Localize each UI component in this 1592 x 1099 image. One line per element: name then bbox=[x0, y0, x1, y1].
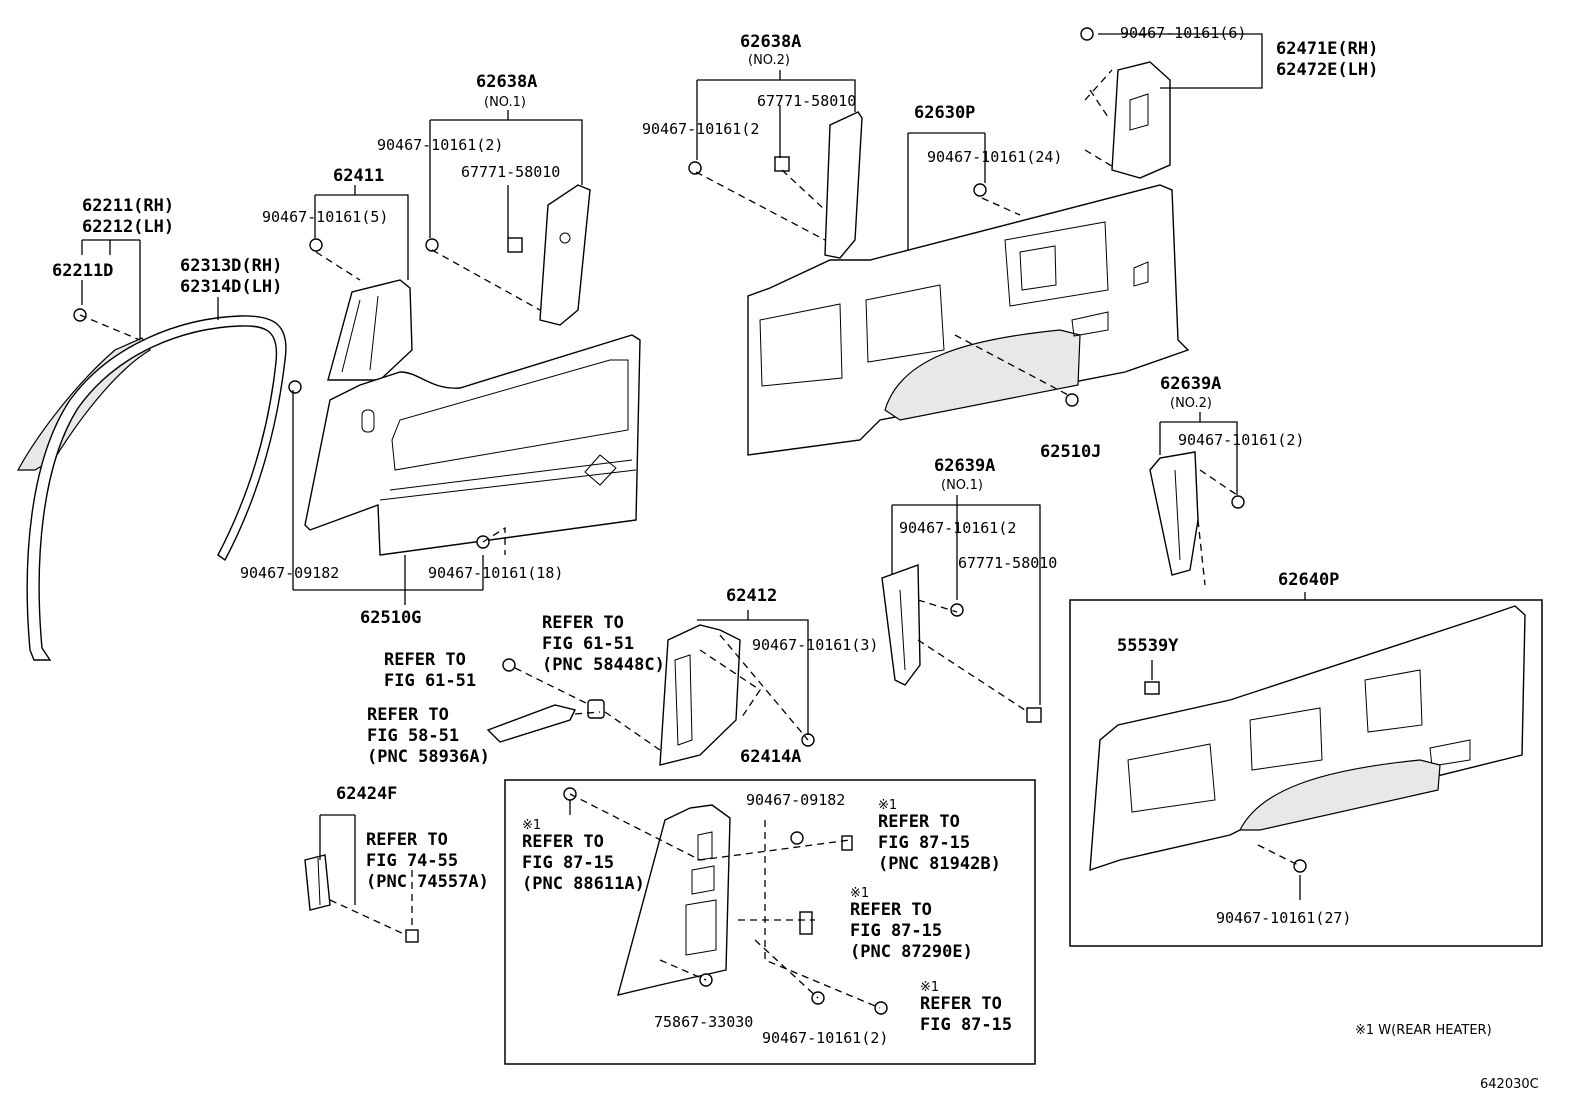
label-note-a: ※1 bbox=[522, 818, 541, 833]
label-62471e: 62471E(RH) bbox=[1276, 39, 1378, 59]
label-55539y: 55539Y bbox=[1117, 636, 1179, 656]
label-refer-6151-b-1: REFER TO bbox=[384, 650, 466, 670]
pillar-62638a-no2 bbox=[824, 111, 863, 259]
part-labels: 62211(RH) 62212(LH) 62211D 62313D(RH) 62… bbox=[52, 24, 1539, 1092]
label-62640p: 62640P bbox=[1278, 570, 1339, 590]
label-62212: 62212(LH) bbox=[82, 217, 174, 237]
trim-62414a bbox=[617, 804, 731, 996]
strap-58936a bbox=[486, 699, 605, 743]
label-refer-88611-2: FIG 87-15 bbox=[522, 853, 614, 873]
label-clip-6: 90467-10161(6) bbox=[1120, 24, 1246, 42]
label-refer-7455-2: FIG 74-55 bbox=[366, 851, 458, 871]
label-refer-5851-2: FIG 58-51 bbox=[367, 726, 459, 746]
label-refer-87290-3: (PNC 87290E) bbox=[850, 942, 973, 962]
label-refer-88611-1: REFER TO bbox=[522, 832, 604, 852]
label-clip-2-e: 90467-10161(2) bbox=[762, 1029, 888, 1047]
detail-box-62414a bbox=[504, 779, 1036, 1065]
label-refer-87290-1: REFER TO bbox=[850, 900, 932, 920]
label-refer-58448c-1: REFER TO bbox=[542, 613, 624, 633]
label-62638a-no1: 62638A bbox=[476, 72, 537, 92]
label-67771-c: 67771-58010 bbox=[958, 554, 1057, 572]
label-67771-a: 67771-58010 bbox=[461, 163, 560, 181]
label-09182-a: 90467-09182 bbox=[240, 564, 339, 582]
label-62412: 62412 bbox=[726, 586, 777, 606]
pillar-62639a-no1 bbox=[881, 564, 921, 686]
lower-trim-62412 bbox=[659, 624, 741, 766]
label-refer-87290-2: FIG 87-15 bbox=[850, 921, 942, 941]
label-62411: 62411 bbox=[333, 166, 384, 186]
label-62638a-no2: 62638A bbox=[740, 32, 801, 52]
label-clip-27: 90467-10161(27) bbox=[1216, 909, 1351, 927]
pillar-62638a-no1 bbox=[539, 184, 591, 326]
label-62630p: 62630P bbox=[914, 103, 975, 123]
label-62424f: 62424F bbox=[336, 784, 397, 804]
label-refer-5851-1: REFER TO bbox=[367, 705, 449, 725]
label-clip-18: 90467-10161(18) bbox=[428, 564, 563, 582]
label-refer-81942-2: FIG 87-15 bbox=[878, 833, 970, 853]
label-09182-b: 90467-09182 bbox=[746, 791, 845, 809]
label-refer-81942-1: REFER TO bbox=[878, 812, 960, 832]
label-refer-5851-3: (PNC 58936A) bbox=[367, 747, 490, 767]
label-clip-2-b: 90467-10161(2 bbox=[642, 120, 759, 138]
label-refer-88611-3: (PNC 88611A) bbox=[522, 874, 645, 894]
label-refer-8715-1: REFER TO bbox=[920, 994, 1002, 1014]
label-67771-b: 67771-58010 bbox=[757, 92, 856, 110]
label-clip-5: 90467-10161(5) bbox=[262, 208, 388, 226]
label-62472e: 62472E(LH) bbox=[1276, 60, 1378, 80]
footnote: ※1 W(REAR HEATER) bbox=[1355, 1023, 1492, 1038]
label-62510j: 62510J bbox=[1040, 442, 1101, 462]
label-62639a-no1-sub: (NO.1) bbox=[941, 478, 983, 493]
label-62638a-no2-sub: (NO.2) bbox=[748, 53, 790, 68]
label-refer-8715-2: FIG 87-15 bbox=[920, 1015, 1012, 1035]
label-62314d: 62314D(LH) bbox=[180, 277, 282, 297]
label-62639a-no1: 62639A bbox=[934, 456, 995, 476]
label-note-d: ※1 bbox=[920, 980, 939, 995]
label-refer-58448c-3: (PNC 58448C) bbox=[542, 655, 665, 675]
label-62211d: 62211D bbox=[52, 261, 113, 281]
label-62211: 62211(RH) bbox=[82, 196, 174, 216]
label-refer-7455-3: (PNC 74557A) bbox=[366, 872, 489, 892]
figure-id: 642030C bbox=[1480, 1077, 1539, 1092]
label-clip-2-a: 90467-10161(2) bbox=[377, 136, 503, 154]
label-refer-6151-b-2: FIG 61-51 bbox=[384, 671, 476, 691]
detail-box-62640p bbox=[1069, 599, 1543, 947]
label-refer-58448c-2: FIG 61-51 bbox=[542, 634, 634, 654]
label-note-b: ※1 bbox=[878, 798, 897, 813]
label-62414a: 62414A bbox=[740, 747, 801, 767]
label-refer-7455-1: REFER TO bbox=[366, 830, 448, 850]
weatherstrip-62313d bbox=[26, 315, 287, 661]
side-panel-62640p bbox=[1089, 605, 1526, 871]
side-panel-62630p bbox=[747, 184, 1190, 456]
label-clip-2-d: 90467-10161(2 bbox=[899, 519, 1016, 537]
label-refer-81942-3: (PNC 81942B) bbox=[878, 854, 1001, 874]
upper-trim-62471e bbox=[1084, 61, 1171, 179]
label-75867: 75867-33030 bbox=[654, 1013, 753, 1031]
bracket-62424f bbox=[304, 854, 331, 911]
label-clip-2-c: 90467-10161(2) bbox=[1178, 431, 1304, 449]
quarter-trim-62510g bbox=[304, 334, 641, 556]
label-62639a-no2: 62639A bbox=[1160, 374, 1221, 394]
clip-markers bbox=[73, 27, 1307, 1015]
label-clip-3: 90467-10161(3) bbox=[752, 636, 878, 654]
label-62510g: 62510G bbox=[360, 608, 421, 628]
label-62313d: 62313D(RH) bbox=[180, 256, 282, 276]
label-62639a-no2-sub: (NO.2) bbox=[1170, 396, 1212, 411]
label-62638a-no1-sub: (NO.1) bbox=[484, 95, 526, 110]
label-clip-24: 90467-10161(24) bbox=[927, 148, 1062, 166]
leader-lines bbox=[79, 33, 1306, 1009]
pillar-62639a-no2 bbox=[1149, 451, 1199, 576]
trim-62411 bbox=[327, 279, 413, 381]
label-note-c: ※1 bbox=[850, 886, 869, 901]
